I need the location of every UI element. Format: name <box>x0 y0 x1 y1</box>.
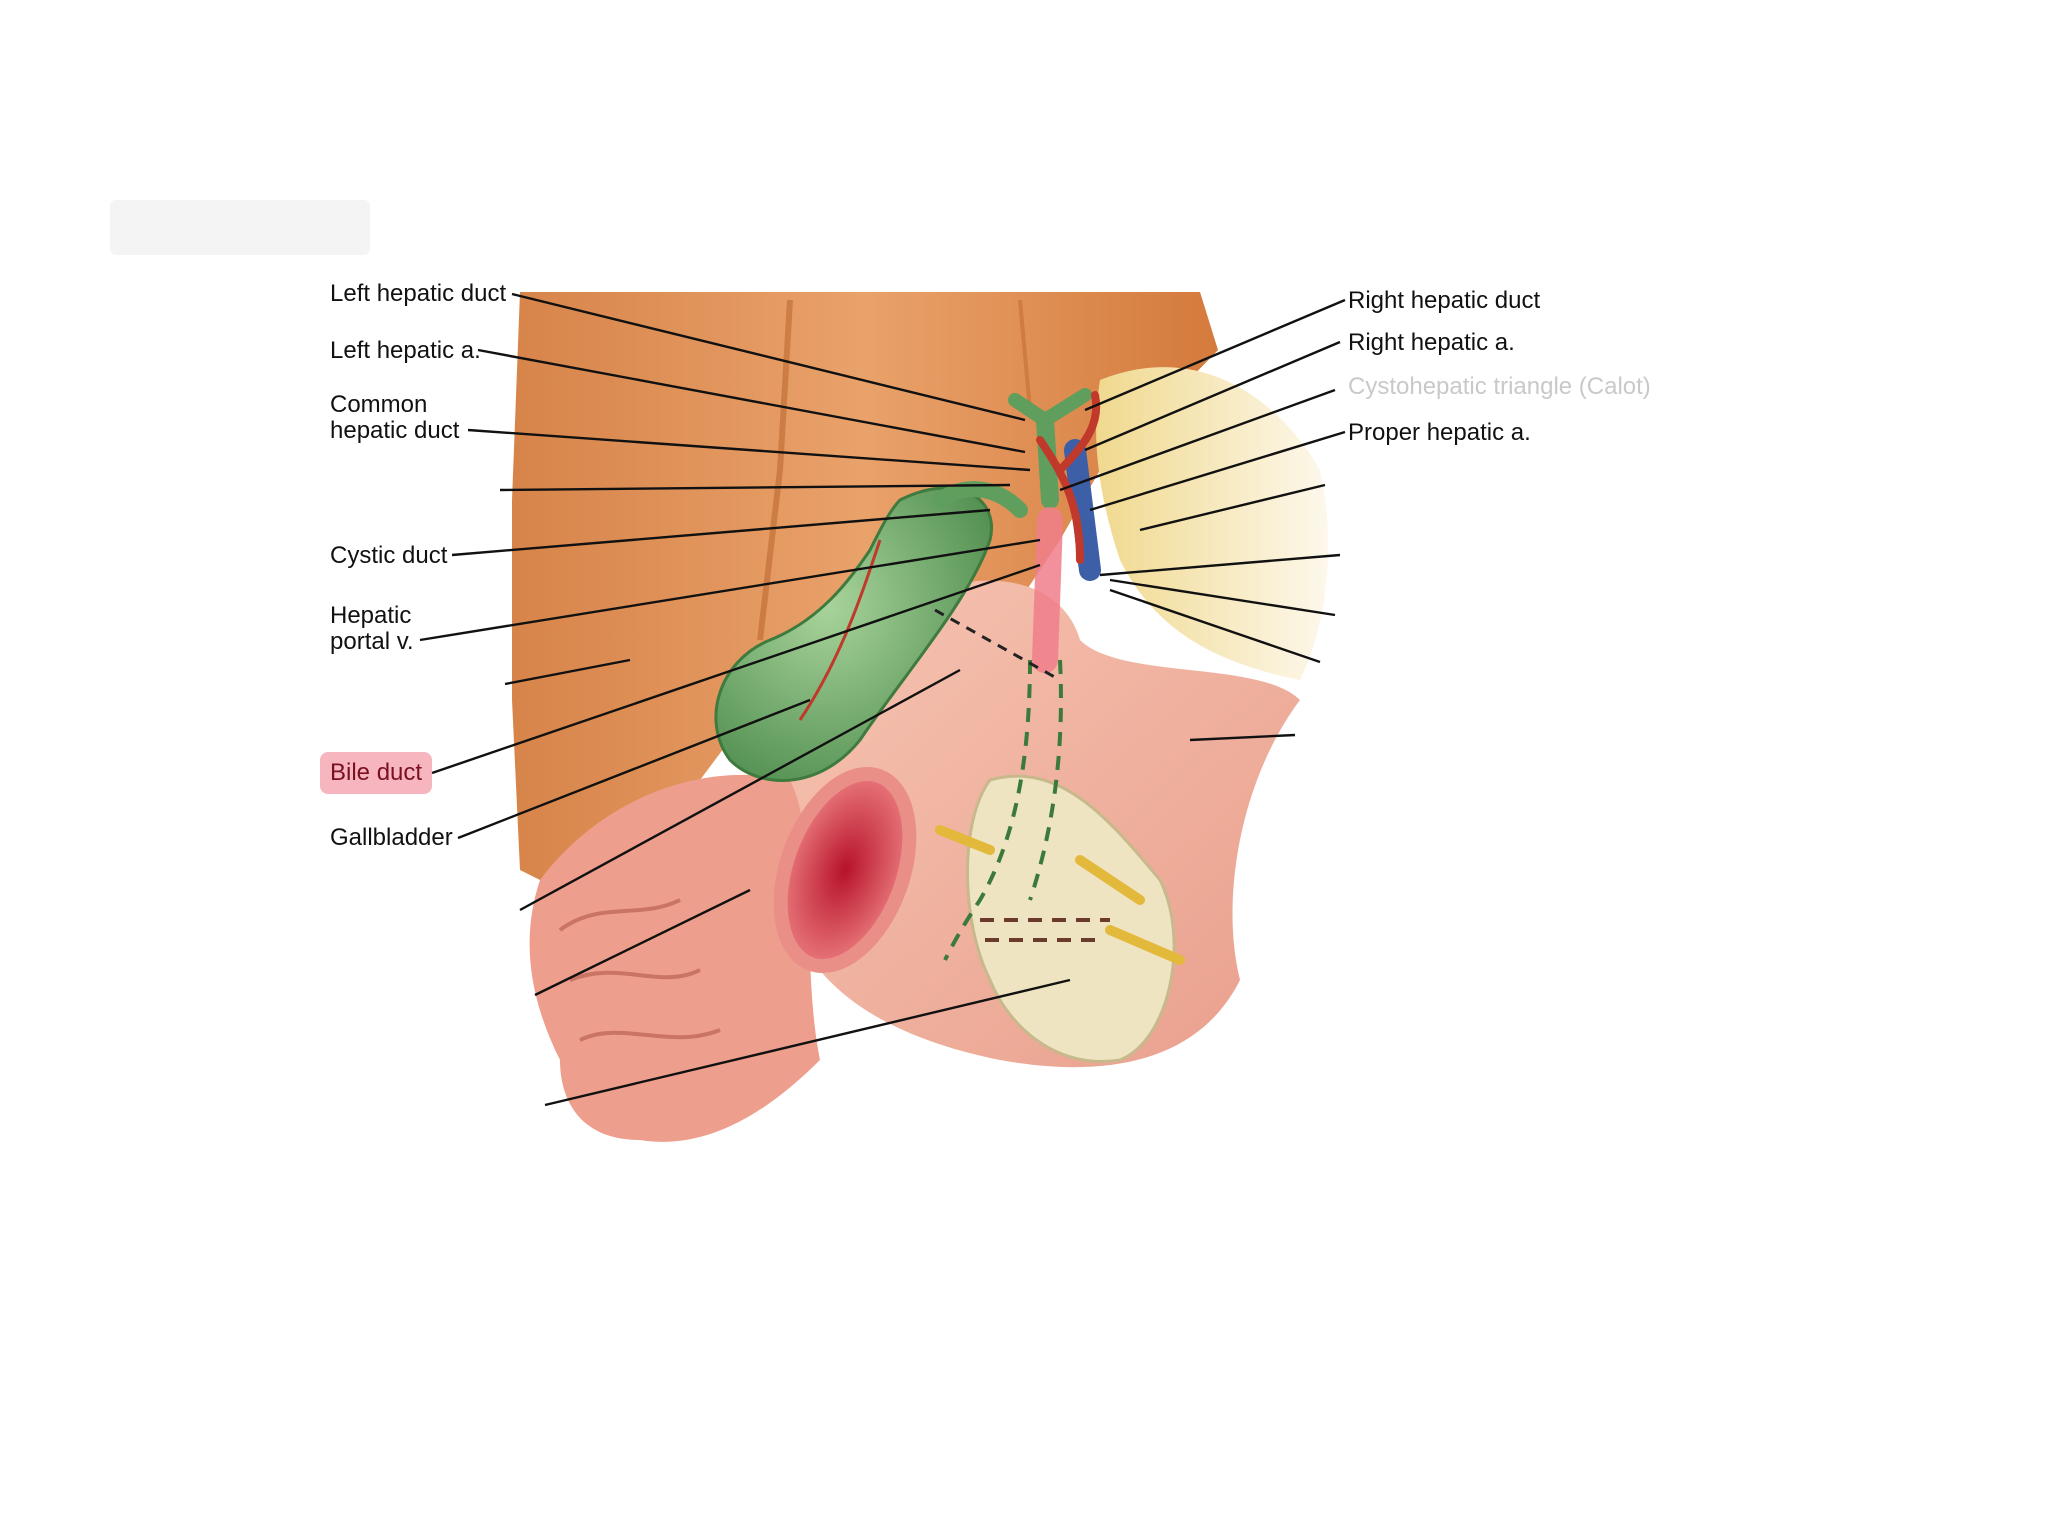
leader-right-hepatic-duct <box>1084 298 1346 412</box>
leader-hepatic-portal-v <box>419 538 1041 642</box>
bile-duct-dashed-2 <box>1028 659 1063 901</box>
faint-heading <box>110 200 370 255</box>
gallbladder <box>714 486 993 782</box>
leader-unlabeled-6 <box>1139 483 1326 532</box>
hepatic-artery-shape <box>1036 391 1101 564</box>
label-common-hepatic-duct-line2: hepatic duct <box>330 417 460 444</box>
label-right-hepatic-duct: Right hepatic duct <box>1348 287 1541 314</box>
leader-unlabeled-3 <box>519 668 961 912</box>
leader-unlabeled-8 <box>1109 578 1336 617</box>
leader-gallbladder <box>457 698 811 840</box>
portal-vein-shape <box>1064 439 1101 581</box>
leader-left-hepatic-duct <box>511 292 1026 422</box>
leader-common-hepatic-duct <box>467 428 1031 472</box>
bile-duct-dashed <box>943 659 1032 961</box>
label-cystohepatic-triangle: Cystohepatic triangle (Calot) <box>1348 373 1651 400</box>
label-hepatic-portal-v-line2: portal v. <box>330 628 414 655</box>
label-left-hepatic-duct: Left hepatic duct <box>330 280 507 307</box>
cystic-duct-shape <box>932 481 1028 518</box>
leader-bile-duct <box>431 563 1041 775</box>
leader-right-hepatic-a <box>1084 340 1341 452</box>
leader-proper-hepatic-a <box>1089 430 1346 512</box>
common-hepatic-duct-shape <box>1036 411 1059 509</box>
label-hepatic-portal-v-line1: Hepatic <box>330 602 412 629</box>
stomach-boundary-dashed <box>934 608 1061 682</box>
leader-unlabeled-9 <box>1109 588 1321 664</box>
leader-unlabeled-10 <box>1189 733 1296 742</box>
leader-unlabeled-4 <box>534 888 751 997</box>
leader-cystic-duct <box>451 508 991 557</box>
leader-unlabeled-1 <box>499 483 1011 492</box>
leader-left-hepatic-a <box>477 348 1026 454</box>
omentum-fat <box>1096 367 1329 680</box>
leader-lines <box>419 292 1346 1107</box>
leader-unlabeled-7 <box>1099 553 1341 577</box>
leader-cystohepatic <box>1059 388 1336 492</box>
label-common-hepatic-duct-line1: Common <box>330 391 428 418</box>
bowel-folds <box>558 898 721 1042</box>
label-bile-duct-highlighted: Bile duct <box>320 752 433 794</box>
hepatic-duct-branches <box>1008 388 1092 429</box>
fat-bits <box>935 825 1185 965</box>
duodenal-lumen <box>773 766 917 974</box>
label-cystic-duct: Cystic duct <box>330 542 448 569</box>
label-gallbladder: Gallbladder <box>330 824 453 851</box>
label-right-hepatic-a: Right hepatic a. <box>1348 329 1515 356</box>
small-intestine <box>529 774 820 1142</box>
leader-unlabeled-5 <box>544 978 1071 1107</box>
label-left-hepatic-a: Left hepatic a. <box>330 337 481 364</box>
label-proper-hepatic-a: Proper hepatic a. <box>1348 419 1531 446</box>
liver-lobe-edge <box>1018 299 1032 411</box>
pancreatic-duct-dashed <box>980 918 1110 942</box>
leader-unlabeled-2 <box>504 658 631 686</box>
bile-duct-shape <box>1032 507 1063 673</box>
